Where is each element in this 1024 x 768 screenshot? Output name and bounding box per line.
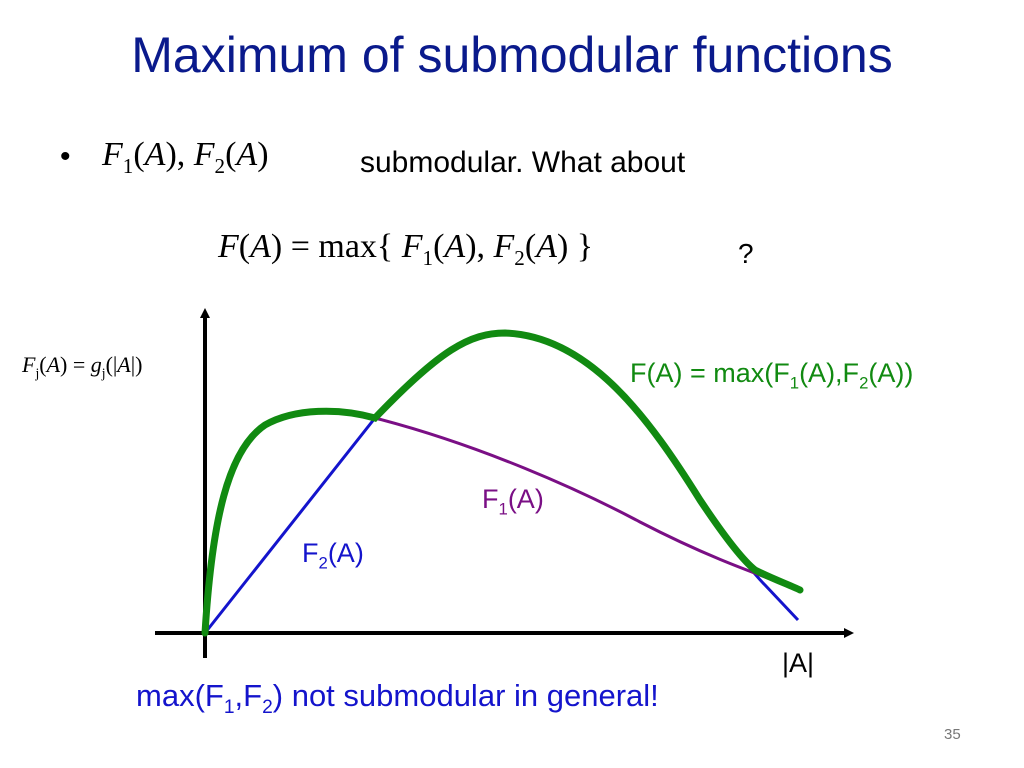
x-axis-label: |A| — [782, 648, 815, 678]
caption-post: ) not submodular in general! — [272, 678, 659, 713]
page-number: 35 — [944, 726, 961, 743]
max-curve — [201, 329, 804, 637]
y-axis-label: Fj(A) = gj(|A|) — [22, 352, 143, 381]
max-formula: F(A) = max{ F1(A), F2(A) } — [218, 228, 594, 270]
f1-curve-label: F1(A) — [482, 484, 544, 519]
bullet-math-f1-f2: F1(A), F2(A) — [102, 136, 269, 178]
max-label-sub1: 1 — [789, 373, 800, 393]
caption-sub1: 1 — [223, 697, 235, 719]
f1-label-sub: 1 — [498, 499, 508, 519]
max-label-pre: F(A) = max(F — [630, 358, 790, 388]
bullet-text: submodular. What about — [360, 146, 686, 179]
max-label-mid: (A),F — [799, 358, 860, 388]
max-label-sub2: 2 — [859, 373, 869, 393]
slide-title: Maximum of submodular functions — [131, 27, 893, 83]
max-curve-label: F(A) = max(F1(A),F2(A)) — [630, 358, 913, 393]
caption-pre: max(F — [136, 678, 224, 713]
bullet-dot: • — [60, 140, 71, 173]
f2-curve-label: F2(A) — [302, 538, 364, 573]
question-mark: ? — [738, 238, 754, 269]
f2-label-post: (A) — [327, 538, 364, 568]
f2-label-sub: 2 — [318, 553, 328, 573]
caption: max(F1,F2) not submodular in general! — [136, 678, 659, 719]
caption-mid: ,F — [234, 678, 263, 713]
f2-label-pre: F — [302, 538, 319, 568]
caption-sub2: 2 — [262, 697, 273, 719]
max-label-post: (A)) — [868, 358, 914, 388]
f1-label-pre: F — [482, 484, 499, 514]
f1-label-post: (A) — [507, 484, 544, 514]
